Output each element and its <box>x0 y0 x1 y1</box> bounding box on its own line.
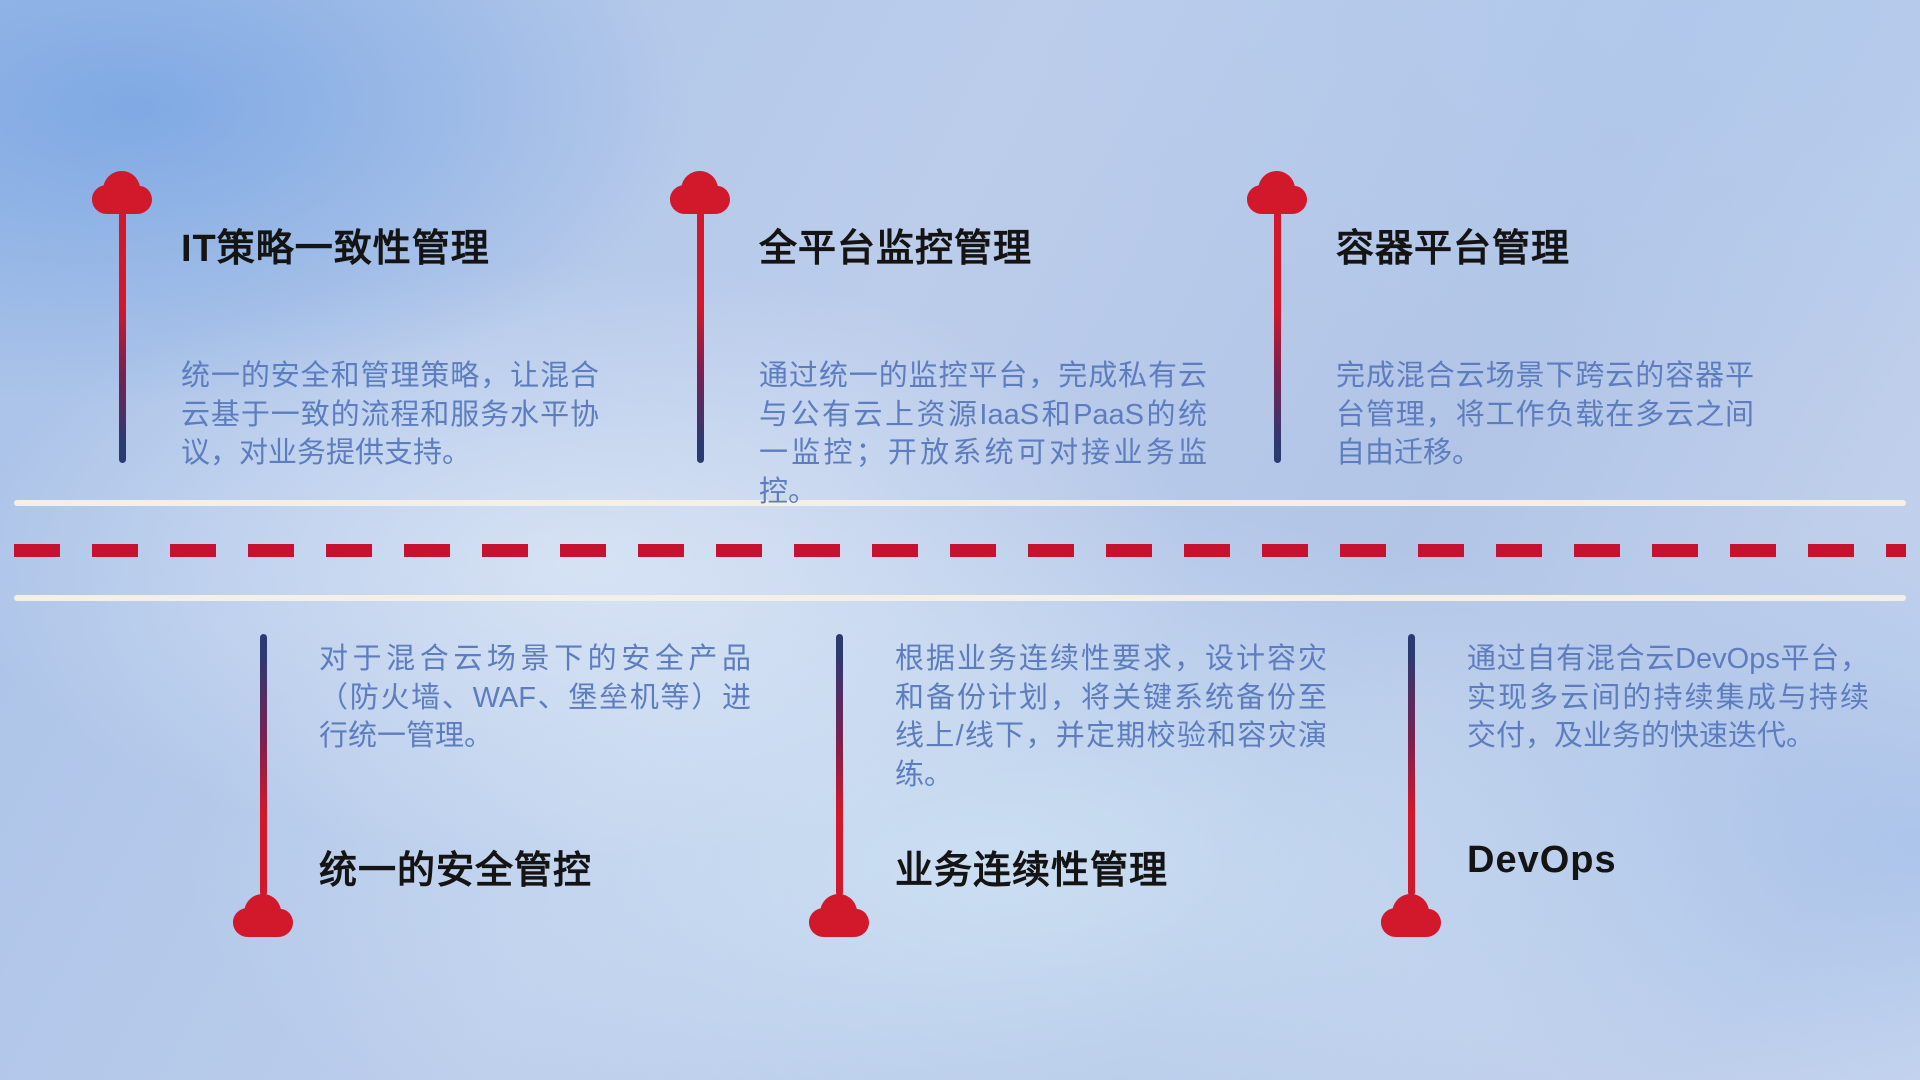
item-title: IT策略一致性管理 <box>181 228 490 270</box>
connector-line <box>836 634 843 896</box>
connector-line <box>260 634 267 896</box>
item-title: DevOps <box>1467 839 1617 881</box>
connector-line <box>697 211 704 463</box>
item-description: 对于混合云场景下的安全产品（防火墙、WAF、堡垒机等）进行统一管理。 <box>319 643 751 753</box>
item-description: 通过自有混合云DevOps平台，实现多云间的持续集成与持续交付，及业务的快速迭代… <box>1467 643 1869 753</box>
item-title: 统一的安全管控 <box>319 850 593 892</box>
cloud-icon <box>92 171 152 214</box>
cloud-icon <box>233 894 293 937</box>
road-center-dashed-line <box>14 544 1906 557</box>
cloud-icon <box>1247 171 1307 214</box>
connector-line <box>119 211 126 463</box>
connector-line <box>1408 634 1415 896</box>
cloud-icon <box>809 894 869 937</box>
item-title: 容器平台管理 <box>1336 228 1571 270</box>
connector-line <box>1274 211 1281 463</box>
item-description: 通过统一的监控平台，完成私有云与公有云上资源IaaS和PaaS的统一监控；开放系… <box>759 360 1207 508</box>
item-description: 根据业务连续性要求，设计容灾和备份计划，将关键系统备份至线上/线下，并定期校验和… <box>895 643 1327 791</box>
item-description: 统一的安全和管理策略，让混合云基于一致的流程和服务水平协议，对业务提供支持。 <box>181 360 599 470</box>
cloud-icon <box>1381 894 1441 937</box>
road-top-edge <box>14 500 1906 506</box>
item-title: 全平台监控管理 <box>759 228 1033 270</box>
road-bottom-edge <box>14 595 1906 601</box>
item-title: 业务连续性管理 <box>895 850 1169 892</box>
cloud-icon <box>670 171 730 214</box>
item-description: 完成混合云场景下跨云的容器平台管理，将工作负载在多云之间自由迁移。 <box>1336 360 1754 470</box>
